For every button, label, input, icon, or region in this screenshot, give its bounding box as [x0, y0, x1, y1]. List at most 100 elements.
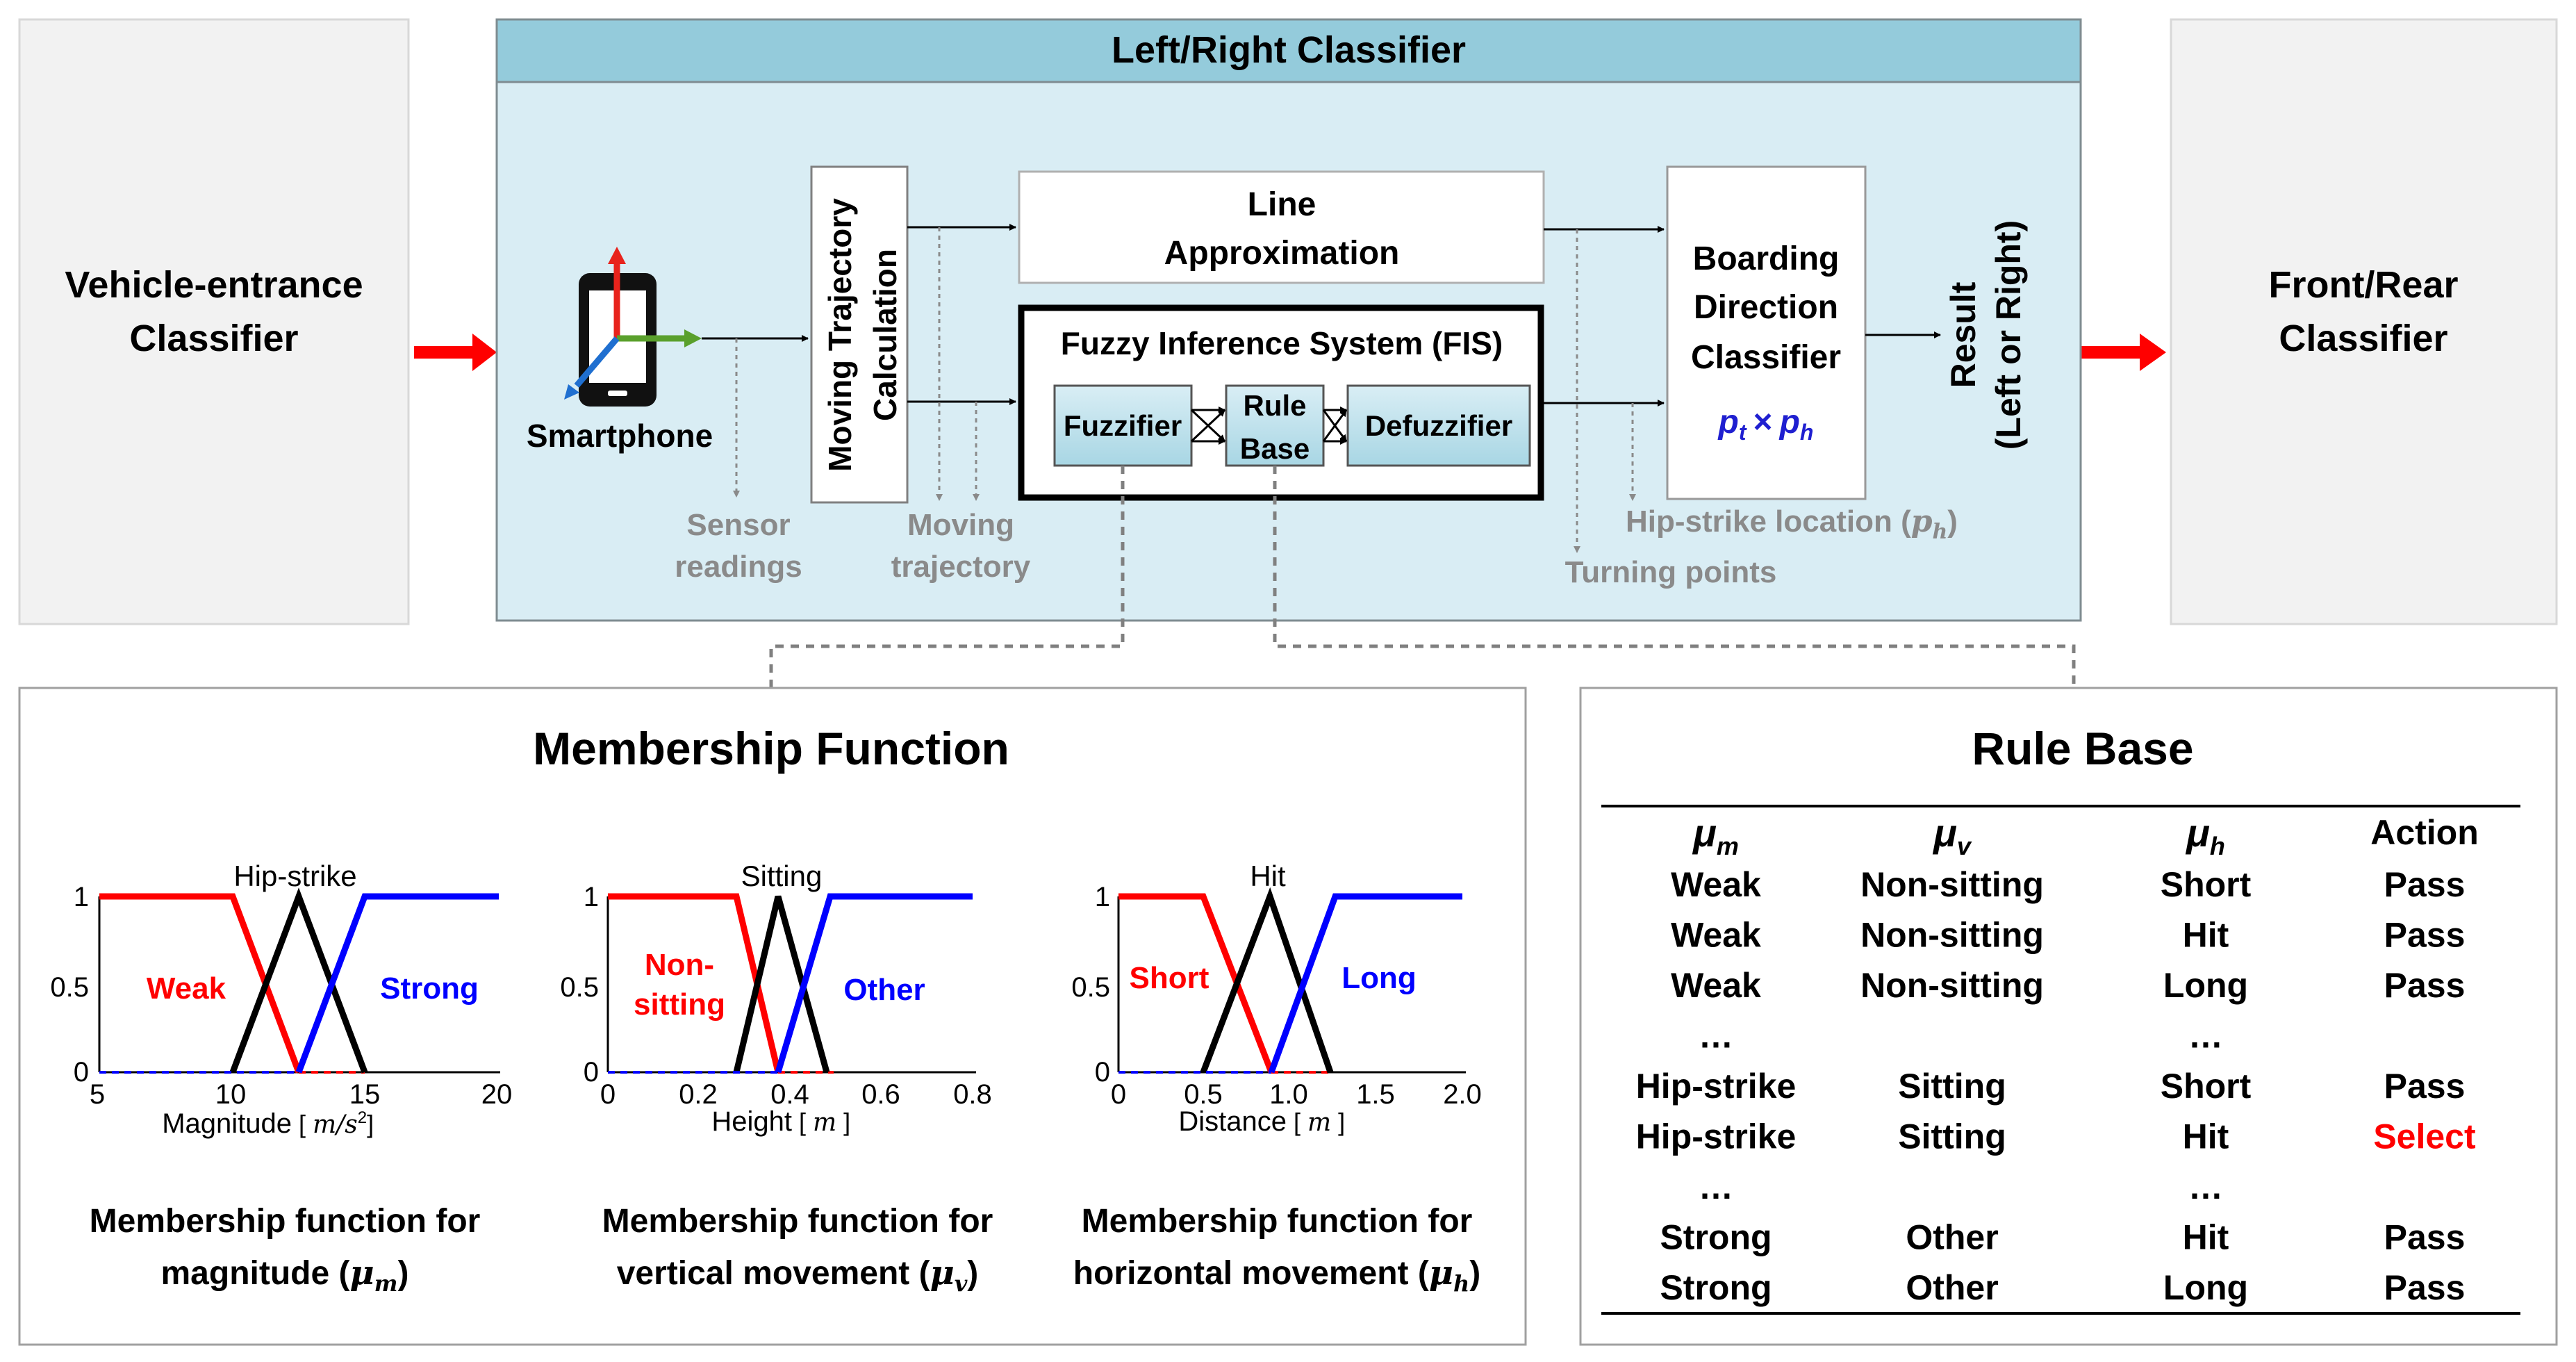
moving-trajectory-label-line2: trajectory — [891, 550, 1031, 584]
c2-other-curve — [775, 893, 973, 1074]
rule-header-mu-h: μh — [2185, 811, 2225, 860]
rule-cell-r2-c2: Long — [2163, 966, 2248, 1005]
c1-strong-curve — [295, 893, 499, 1074]
c3-xtick-4: 2.0 — [1443, 1079, 1482, 1110]
vehicle-entrance-line2: Classifier — [129, 318, 298, 359]
rule-cell-r0-c3: Pass — [2384, 865, 2466, 904]
c1-xtick-2: 15 — [349, 1079, 381, 1110]
rule-cell-r6-c2: … — [2188, 1167, 2223, 1206]
c3-long-curve — [1268, 893, 1462, 1074]
rule-cell-r3-c2: … — [2188, 1017, 2223, 1056]
c1-label-mid: Hip-strike — [233, 860, 356, 892]
boarding-line3: Classifier — [1691, 339, 1841, 376]
rule-cell-r8-c3: Pass — [2384, 1268, 2466, 1307]
rule-header-mu-m: μm — [1692, 811, 1739, 860]
red-flow-arrow-left — [414, 334, 497, 371]
sensor-readings-line2: readings — [675, 550, 802, 584]
c1-label-low: Weak — [147, 971, 226, 1006]
c2-caption-line1: Membership function for — [602, 1203, 993, 1240]
c1-caption-line2: magnitude (μm) — [161, 1254, 409, 1297]
c1-label-high: Strong — [380, 971, 479, 1006]
rule-cell-r8-c0: Strong — [1660, 1268, 1772, 1307]
c1-xlabel: Magnitude — [162, 1108, 292, 1139]
vehicle-entrance-classifier: Vehicle-entrance Classifier — [18, 18, 410, 625]
rule-cell-r2-c0: Weak — [1671, 966, 1761, 1005]
rule-header-action: Action — [2370, 813, 2479, 852]
c2-unit: [ m ] — [799, 1108, 850, 1137]
moving-trajectory-calculation-box: Moving Trajectory Calculation — [810, 165, 909, 504]
fis-title: Fuzzy Inference System (FIS) — [1061, 325, 1503, 361]
boarding-formula: pt×ph — [1717, 404, 1814, 445]
rule-cell-r2-c1: Non-sitting — [1860, 966, 2044, 1005]
rule-cell-r7-c3: Pass — [2384, 1218, 2466, 1257]
rule-cell-r1-c1: Non-sitting — [1860, 916, 2044, 955]
c2-label-low-2: sitting — [634, 987, 725, 1022]
line-approx-line2: Approximation — [1164, 235, 1400, 272]
smartphone-label: Smartphone — [527, 418, 713, 454]
rule-cell-r1-c0: Weak — [1671, 916, 1761, 955]
c2-ytick-1: 0.5 — [560, 972, 599, 1003]
smartphone-icon — [564, 247, 702, 407]
c3-xlabel: Distance — [1178, 1106, 1287, 1137]
red-flow-arrow-right — [2077, 334, 2166, 371]
rule-cell-r8-c2: Long — [2163, 1268, 2248, 1307]
c2-label-high: Other — [843, 973, 925, 1007]
hip-strike-text: Hip-strike location ( — [1626, 504, 1911, 539]
hip-strike-sub: h — [1932, 520, 1947, 544]
rule-base-panel: Rule Base — [1579, 687, 2558, 1346]
rule-base-title: Rule Base — [1972, 723, 2193, 774]
hip-strike-close: ) — [1947, 504, 1958, 539]
c2-label-low-1: Non- — [645, 948, 714, 982]
connector-fuzzifier — [769, 466, 1125, 688]
rule-cell-r7-c0: Strong — [1660, 1218, 1772, 1257]
defuzzifier-box — [1346, 384, 1531, 467]
formula-times: × — [1753, 404, 1773, 441]
rule-cell-r6-c0: … — [1699, 1167, 1733, 1206]
rule-base-line2: Base — [1240, 432, 1310, 465]
rule-cell-r0-c2: Short — [2161, 865, 2252, 904]
rule-cell-r4-c1: Sitting — [1898, 1067, 2006, 1106]
membership-chart-height: 0 0.2 0.4 0.6 0.8 0 0.5 1 Sitting Non- s… — [560, 860, 993, 1297]
rule-cell-r2-c3: Pass — [2384, 966, 2466, 1005]
c1-ytick-0: 0 — [74, 1057, 89, 1088]
rule-cell-r4-c3: Pass — [2384, 1067, 2466, 1106]
front-rear-line2: Classifier — [2279, 318, 2447, 359]
rule-cell-r4-c2: Short — [2161, 1067, 2252, 1106]
rule-cell-r0-c1: Non-sitting — [1860, 865, 2044, 904]
front-rear-line1: Front/Rear — [2268, 264, 2458, 306]
rule-cell-r5-c0: Hip-strike — [1636, 1117, 1797, 1156]
hip-strike-var: p — [1911, 504, 1933, 539]
membership-chart-magnitude: 5 10 15 20 0 0.5 1 Hip-strike Weak Stron… — [50, 860, 512, 1297]
c3-caption-line2: horizontal movement (μh) — [1073, 1254, 1480, 1297]
c3-xtick-3: 1.5 — [1356, 1079, 1395, 1110]
left-right-title: Left/Right Classifier — [1112, 29, 1466, 71]
c1-caption-line1: Membership function for — [90, 1203, 481, 1240]
vehicle-entrance-line1: Vehicle-entrance — [65, 264, 363, 306]
rule-cell-r7-c2: Hit — [2183, 1218, 2229, 1257]
c2-xtick-3: 0.6 — [861, 1079, 900, 1110]
hip-strike-location-label: Hip-strike location (ph) — [1626, 504, 1958, 544]
formula-p2: p — [1778, 404, 1800, 441]
rule-base-box — [1225, 384, 1325, 467]
fuzzifier-box — [1053, 384, 1193, 467]
rule-cell-r4-c0: Hip-strike — [1636, 1067, 1797, 1106]
c1-xtick-0: 5 — [90, 1079, 105, 1110]
sensor-readings-line1: Sensor — [686, 508, 790, 542]
c2-ytick-2: 1 — [584, 882, 599, 912]
boarding-line2: Direction — [1694, 289, 1838, 326]
rule-cell-r8-c1: Other — [1906, 1268, 1998, 1307]
rule-cell-r1-c2: Hit — [2183, 916, 2229, 955]
c3-label-high: Long — [1341, 961, 1417, 995]
c3-label-mid: Hit — [1250, 860, 1286, 892]
c2-nonsitting-curve — [608, 893, 782, 1074]
rule-cell-r1-c3: Pass — [2384, 916, 2466, 955]
turning-points-label: Turning points — [1565, 555, 1777, 589]
c3-ytick-0: 0 — [1095, 1057, 1110, 1088]
c3-ytick-1: 0.5 — [1071, 972, 1110, 1003]
c3-unit: [ m ] — [1294, 1108, 1345, 1137]
c1-xtick-1: 10 — [215, 1079, 247, 1110]
rule-cell-r5-c1: Sitting — [1898, 1117, 2006, 1156]
result-line2: (Left or Right) — [1989, 220, 2028, 450]
